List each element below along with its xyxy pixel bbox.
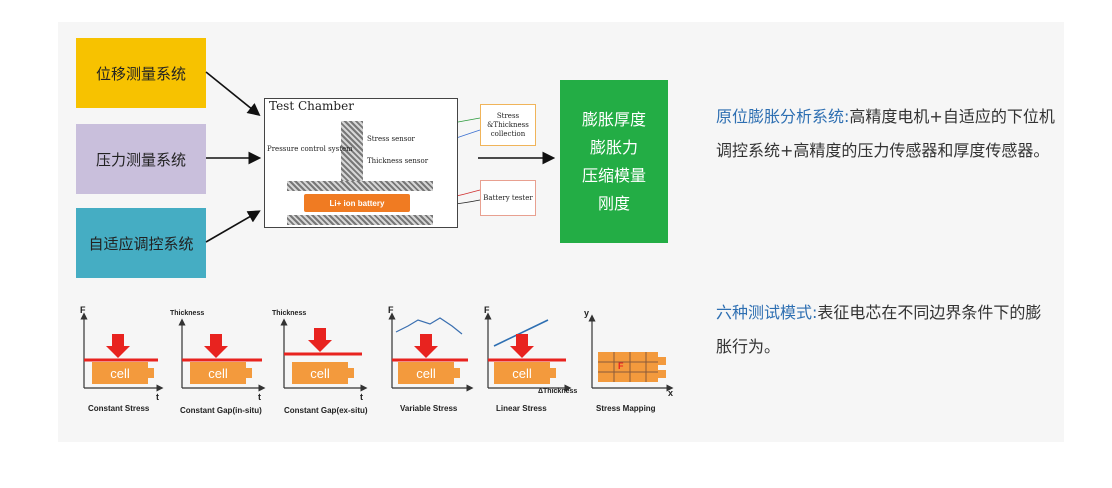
pressure-label: 压力测量系统: [95, 150, 186, 169]
collection-line-2: &Thickness: [487, 120, 529, 129]
mode3-name: Constant Gap(ex-situ): [284, 406, 368, 415]
output-line-1: 膨胀厚度: [581, 109, 646, 129]
battery-tester-box: Battery tester: [480, 180, 536, 216]
pressure-measurement-box: 压力测量系统: [76, 124, 206, 194]
arrow-displacement: [205, 71, 261, 117]
system-description-highlight: 原位膨胀分析系统:: [716, 107, 850, 126]
output-line-4: 刚度: [597, 193, 630, 213]
mode5-y-label: F: [484, 305, 490, 315]
mode3-y-label: Thickness: [272, 310, 307, 317]
mode2-y-label: Thickness: [170, 310, 205, 317]
mode1-y-label: F: [80, 305, 86, 315]
mode5-cell: cell: [494, 362, 556, 384]
output-line-2: 膨胀力: [589, 137, 638, 157]
tester-label: Battery tester: [483, 193, 533, 202]
mode-stress-mapping-graphic: [588, 314, 674, 392]
modes-description-highlight: 六种测试模式:: [716, 303, 818, 322]
modes-description-text: 表征电芯在不同边界条件下的膨胀行为。: [716, 303, 1042, 356]
mode3-cell: cell: [292, 362, 354, 384]
lower-plate: [287, 215, 433, 225]
adaptive-control-box: 自适应调控系统: [76, 208, 206, 278]
pressure-control-label: Pressure control system: [267, 145, 353, 153]
modes-description: 六种测试模式:表征电芯在不同边界条件下的膨胀行为。: [716, 296, 1056, 364]
system-description-text: 高精度电机+自适应的下位机调控系统+高精度的压力传感器和厚度传感器。: [716, 107, 1055, 160]
mode-constant-gap-exsitu-graphic: [280, 318, 368, 392]
thickness-sensor-label: Thickness sensor: [367, 157, 429, 165]
mode5-name: Linear Stress: [496, 404, 547, 413]
mode1-x-label: t: [156, 392, 159, 402]
mode6-force-label: F: [618, 361, 624, 371]
chamber-title: Test Chamber: [269, 99, 354, 113]
collection-box: Stress &Thickness collection: [480, 104, 536, 146]
test-chamber: Test Chamber Pressure control system Str…: [264, 98, 458, 228]
mode4-name: Variable Stress: [400, 404, 458, 413]
upper-plate: [287, 181, 433, 191]
mode-variable-stress-graphic: [388, 312, 474, 392]
arrow-adaptive: [205, 210, 261, 243]
mode2-name: Constant Gap(in-situ): [180, 406, 262, 415]
output-results-box: 膨胀厚度 膨胀力 压缩模量 刚度: [560, 80, 668, 243]
displacement-measurement-box: 位移测量系统: [76, 38, 206, 108]
mode1-name: Constant Stress: [88, 404, 150, 413]
adaptive-label: 自适应调控系统: [88, 234, 194, 253]
system-description: 原位膨胀分析系统:高精度电机+自适应的下位机调控系统+高精度的压力传感器和厚度传…: [716, 100, 1056, 168]
mode6-name: Stress Mapping: [596, 404, 656, 413]
mode6-y-label: y: [584, 308, 590, 318]
mode4-cell: cell: [398, 362, 460, 384]
mode-constant-gap-insitu-graphic: [178, 318, 266, 392]
mode2-x-label: t: [258, 392, 261, 402]
mode5-x-label: ΔThickness: [538, 388, 578, 395]
stress-sensor-label: Stress sensor: [367, 135, 415, 143]
press-column: [341, 121, 363, 181]
collection-line-3: collection: [490, 129, 526, 138]
mode4-y-label: F: [388, 305, 394, 315]
mode1-cell: cell: [92, 362, 154, 384]
battery: Li+ ion battery: [304, 194, 410, 212]
output-line-3: 压缩模量: [581, 165, 646, 185]
mode-constant-stress-graphic: [80, 312, 164, 392]
displacement-label: 位移测量系统: [95, 64, 186, 83]
mode3-x-label: t: [360, 392, 363, 402]
mode2-cell: cell: [190, 362, 252, 384]
mode-linear-stress-graphic: [484, 312, 572, 392]
mode6-x-label: x: [668, 388, 674, 398]
collection-line-1: Stress: [496, 111, 520, 120]
